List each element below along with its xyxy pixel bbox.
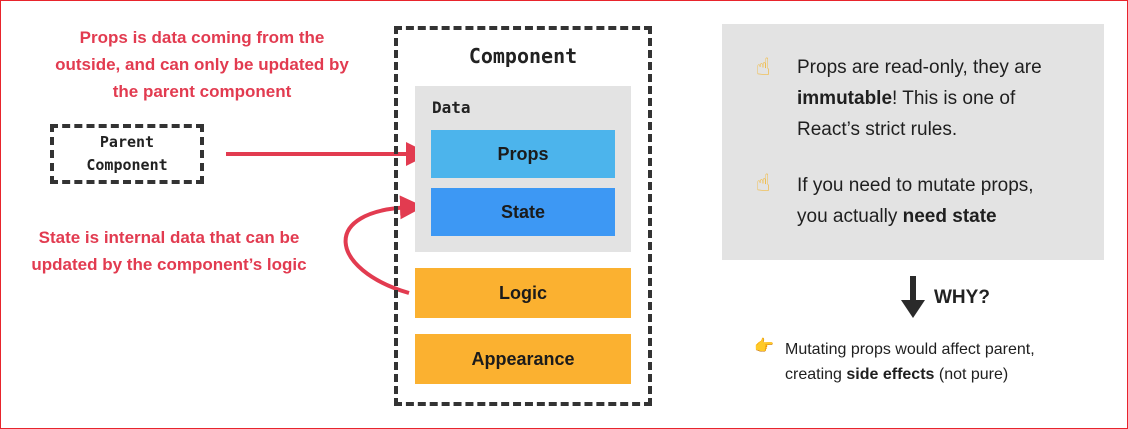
- pointing-up-icon: ☝: [756, 170, 771, 197]
- logic-block: Logic: [415, 268, 631, 318]
- pointing-up-icon: ☝: [756, 54, 771, 81]
- parent-label-line1: Parent: [99, 133, 155, 151]
- state-arrow: [343, 195, 424, 295]
- arrow-down-icon: [901, 276, 925, 318]
- parent-component-box: Parent Component: [50, 124, 204, 184]
- appearance-block: Appearance: [415, 334, 631, 384]
- why-label: WHY?: [934, 287, 990, 308]
- parent-label-line2: Component: [86, 156, 168, 174]
- footnote: Mutating props would affect parent, crea…: [785, 341, 1035, 383]
- state-note: State is internal data that can be updat…: [8, 224, 330, 278]
- props-note: Props is data coming from the outside, a…: [20, 24, 384, 105]
- props-note-line1: Props is data coming from the: [79, 28, 325, 47]
- props-note-line2: outside, and can only be updated by: [55, 55, 349, 74]
- info-panel: [722, 24, 1104, 260]
- component-title: Component: [468, 44, 578, 68]
- info-item-1: Props are read-only, they are immutable!…: [797, 57, 1042, 140]
- info-item-2: If you need to mutate props, you actuall…: [797, 175, 1034, 227]
- props-note-line3: the parent component: [112, 82, 292, 101]
- state-note-line1: State is internal data that can be: [38, 228, 300, 247]
- props-block: Props: [431, 130, 615, 178]
- state-note-line2: updated by the component’s logic: [31, 255, 307, 274]
- component-box: [394, 26, 652, 406]
- data-label: Data: [432, 98, 471, 117]
- pointing-right-icon: 👉: [754, 338, 774, 355]
- state-block: State: [431, 188, 615, 236]
